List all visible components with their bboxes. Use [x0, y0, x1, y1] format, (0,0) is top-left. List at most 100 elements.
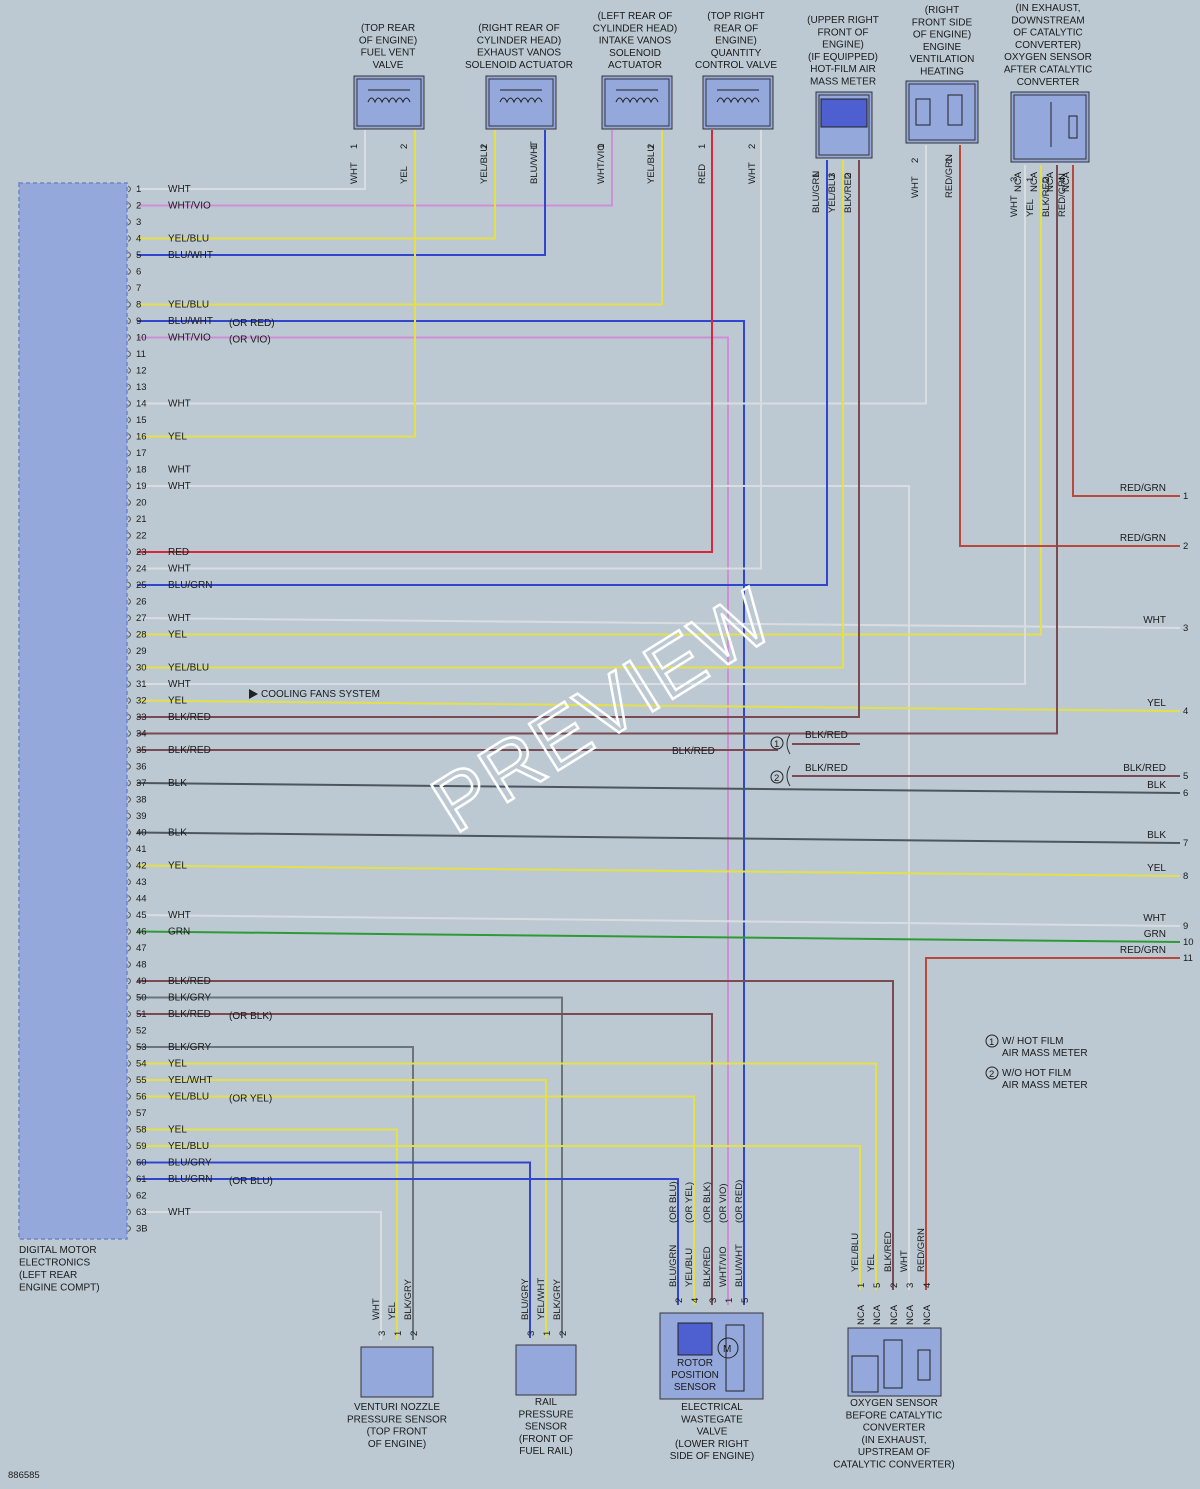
bottom-pin-number: 4	[690, 1298, 701, 1303]
heater-icon	[1068, 115, 1078, 139]
wire-pin1	[137, 130, 366, 190]
bottom-component-label-1: OF ENGINE)	[368, 1439, 426, 1450]
ecm-terminal-number: 40	[136, 828, 147, 839]
right-pin-1: 1	[1183, 491, 1188, 502]
top-component-label-7: CONVERTER	[1017, 77, 1080, 88]
top-component-label-6: VENTILATION	[910, 54, 975, 65]
right-wire-label-8: YEL	[1147, 863, 1166, 874]
ecm-terminal-number: 33	[136, 712, 147, 723]
wire-pin37	[136, 782, 1181, 794]
wire-label-19: WHT	[168, 481, 191, 492]
wire-label-25: BLU/GRN	[168, 580, 212, 591]
top-component-label-3: CYLINDER HEAD)	[593, 23, 677, 34]
ecm-terminal-number: 61	[136, 1174, 147, 1185]
bottom-pin-wire-label: BLK/RED	[883, 1231, 894, 1272]
wire-label-45: WHT	[168, 910, 191, 921]
wire-pin40	[136, 831, 1181, 844]
top-pin-number: 1	[1025, 177, 1036, 182]
top-pin-number: 2	[747, 144, 758, 149]
wire-pin10	[137, 336, 729, 1305]
wire-label-59: YEL/BLU	[168, 1141, 209, 1152]
ecm-terminal-mark	[127, 532, 131, 539]
bottom-pin-wire-label: BLU/GRY	[520, 1278, 531, 1320]
top-connector-4-inner	[705, 78, 771, 127]
bottom-pin-wire-label: YEL	[866, 1254, 877, 1272]
ecm-terminal-number: 15	[136, 415, 147, 426]
ecm-terminal-mark	[127, 746, 131, 754]
wire-pin25	[137, 160, 828, 586]
bottom-component-label-4: OXYGEN SENSOR	[850, 1398, 938, 1409]
bottom-component-label-2: FUEL RAIL)	[519, 1446, 573, 1457]
ecm-terminal-mark	[127, 647, 131, 655]
ecm-terminal-mark	[127, 878, 131, 886]
ecm-terminal-mark	[127, 1093, 131, 1100]
top-pin-number: 1	[811, 173, 822, 178]
ecm-terminal-number: 17	[136, 448, 147, 459]
digital-motor-electronics: 1234567891011121314151617181920212223242…	[18, 182, 148, 1294]
wire-pin4	[137, 130, 496, 240]
ecm-terminal-mark	[127, 350, 131, 358]
ecm-terminal-number: 39	[136, 811, 147, 822]
right-wire-label-4: YEL	[1147, 698, 1166, 709]
ecm-terminal-number: 44	[136, 894, 147, 905]
wire-alt-label-10: (OR VIO)	[229, 335, 271, 346]
top-pin-number: 2	[646, 144, 657, 149]
ecm-terminal-mark	[127, 1175, 131, 1183]
ecm-terminal-mark	[127, 713, 131, 721]
bottom-pin-number: 2	[558, 1331, 569, 1336]
top-component-label-5: (IF EQUIPPED)	[808, 52, 878, 63]
ecm-box	[18, 182, 128, 1240]
ecm-terminal-number: 37	[136, 778, 147, 789]
bottom-component-label-3: ELECTRICAL	[681, 1402, 743, 1413]
wire-label-27: WHT	[168, 613, 191, 624]
ecm-terminal-mark	[127, 1126, 131, 1133]
rotor-position-element	[677, 1322, 713, 1356]
bottom-pin-number: 4	[922, 1283, 933, 1288]
ecm-terminal-mark	[127, 928, 131, 935]
top-component-label-7: OF CATALYTIC	[1013, 28, 1082, 39]
ecm-terminal-mark	[127, 1225, 131, 1232]
top-component-label-4: ENGINE)	[715, 36, 757, 47]
ecm-terminal-mark	[127, 400, 131, 407]
top-connector-7-body	[1010, 91, 1090, 163]
right-pin-7: 7	[1183, 838, 1188, 849]
wire-label-8: YEL/BLU	[168, 300, 209, 311]
ecm-label: DIGITAL MOTOR	[19, 1245, 97, 1256]
legend-text: W/O HOT FILM	[1002, 1068, 1071, 1079]
coil-icon	[615, 97, 659, 104]
bottom-pin-wire-label: WHT/VIO	[718, 1246, 729, 1287]
rotor-sensor-label: POSITION	[671, 1370, 719, 1381]
wire-pin19	[137, 485, 910, 1290]
bottom-component-body	[360, 1346, 434, 1398]
wire-pin28	[137, 165, 1042, 636]
ecm-terminal-mark	[127, 680, 131, 688]
top-component-label-5: (UPPER RIGHT	[807, 15, 879, 26]
wire-pin27	[136, 617, 1181, 629]
right-pin-9: 9	[1183, 921, 1188, 932]
wire-label-2: WHT/VIO	[168, 201, 211, 212]
ecm-terminal-number: 7	[136, 283, 141, 294]
wire-pin24	[137, 130, 762, 570]
ecm-label: (LEFT REAR	[19, 1270, 77, 1281]
ecm-terminal-mark	[127, 202, 131, 209]
bottom-pin-wire-label: YEL/BLU	[850, 1233, 861, 1272]
wire-pin30	[137, 160, 844, 669]
top-component-label-2: EXHAUST VANOS	[477, 48, 561, 59]
cooling-fans-label: COOLING FANS SYSTEM	[261, 689, 380, 700]
top-component-label-6: ENGINE	[923, 42, 962, 53]
ecm-terminal-mark	[127, 1109, 131, 1117]
wire-right-1	[1072, 165, 1180, 497]
bottom-pin-wire-label: RED/GRN	[916, 1228, 927, 1272]
ecm-terminal-number: 38	[136, 795, 147, 806]
ecm-terminal-number: 35	[136, 745, 147, 756]
bottom-nca-label: NCA	[872, 1304, 883, 1325]
top-pin-wire-label: WHT	[910, 176, 921, 198]
ecm-terminal-mark	[127, 251, 131, 259]
top-component-label-5: MASS METER	[810, 77, 876, 88]
heater-icon	[915, 98, 931, 126]
ecm-terminal-number: 3B	[136, 1224, 148, 1235]
top-pin-wire-label: WHT	[1009, 195, 1020, 217]
ecm-terminal-mark	[127, 482, 131, 490]
top-connector-7-inner	[1013, 94, 1087, 160]
wire-pin31	[137, 165, 1026, 685]
